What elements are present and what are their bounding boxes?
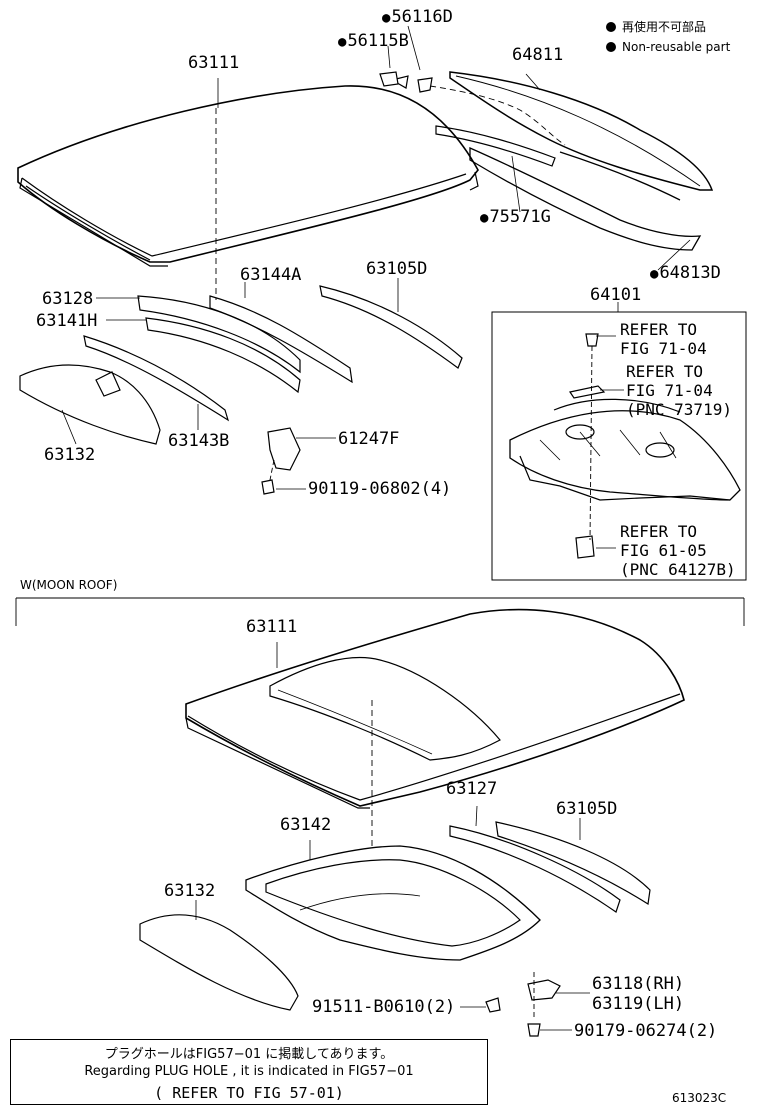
weatherstrip-drawing [435, 125, 702, 251]
moon-roof-panel-drawing [185, 608, 685, 809]
moon-part-63111-label[interactable]: 63111 [246, 617, 298, 637]
part-56116D-label[interactable]: 56116D [382, 8, 452, 27]
legend-jp-text: 再使用不可部品 [622, 20, 707, 34]
moon-part-63119-label[interactable]: 63119(LH) [592, 994, 685, 1014]
refer-1-line-2: FIG 71-04 [620, 339, 707, 358]
refer-2-line-1: REFER TO [626, 362, 704, 381]
moon-part-63127-label[interactable]: 63127 [446, 779, 498, 799]
moon-part-63118-label[interactable]: 63118(RH) [592, 974, 685, 994]
part-63143B-label[interactable]: 63143B [168, 431, 230, 451]
part-63128-label[interactable]: 63128 [42, 289, 94, 309]
moon-part-63142-label[interactable]: 63142 [280, 815, 332, 835]
moon-part-63105D-label[interactable]: 63105D [556, 799, 618, 819]
refer-2-line-2: FIG 71-04 [626, 381, 713, 400]
roof-reinforcement-drawing [19, 285, 463, 471]
moon-part-91511-label[interactable]: 91511-B0610(2) [312, 997, 456, 1017]
legend-en: Non-reusable part [606, 40, 730, 54]
part-63132-label[interactable]: 63132 [44, 445, 96, 465]
part-90119-label[interactable]: 90119-06802(4) [308, 479, 452, 499]
figure-id: 613023C [672, 1091, 727, 1105]
part-63141H-label[interactable]: 63141H [36, 311, 98, 331]
refer-3-line-1: REFER TO [620, 522, 698, 541]
rear-glass-drawing [449, 71, 714, 191]
note-ref-link[interactable]: ( REFER TO FIG 57-01) [154, 1084, 344, 1102]
moon-part-90179-label[interactable]: 90179-06274(2) [574, 1021, 718, 1041]
refer-3-line-2: FIG 61-05 [620, 541, 707, 560]
part-64101-label[interactable]: 64101 [590, 285, 642, 305]
part-63105D-label[interactable]: 63105D [366, 259, 428, 279]
moon-part-63132-label[interactable]: 63132 [164, 881, 216, 901]
moon-roof-section-title: W(MOON ROOF) [20, 578, 118, 592]
non-reusable-marker-icon [606, 42, 616, 52]
refer-1-line-1: REFER TO [620, 320, 698, 339]
note-jp-line: プラグホールはFIG57−01 に掲載してあります。 [104, 1047, 394, 1062]
part-63111-label[interactable]: 63111 [188, 53, 240, 73]
part-64813D-label[interactable]: 64813D [650, 264, 720, 283]
non-reusable-marker-icon [606, 22, 616, 32]
part-61247F-label[interactable]: 61247F [338, 429, 400, 449]
refer-3-line-3: (PNC 64127B) [620, 560, 736, 579]
sunroof-frame-drawing [245, 845, 541, 961]
legend-jp: 再使用不可部品 [606, 18, 706, 35]
part-56115B-label[interactable]: 56115B [338, 32, 408, 51]
legend-en-text: Non-reusable part [622, 40, 731, 54]
part-63144A-label[interactable]: 63144A [240, 265, 302, 285]
refer-2-line-3: (PNC 73719) [626, 400, 732, 419]
package-tray-drawing [509, 398, 741, 501]
package-tray-box [491, 311, 747, 581]
roof-panel-drawing [17, 85, 479, 267]
part-75571G-label[interactable]: 75571G [480, 208, 550, 227]
part-64811-label[interactable]: 64811 [512, 45, 564, 65]
plug-hole-note: プラグホールはFIG57−01 に掲載してあります。 Regarding PLU… [10, 1039, 488, 1105]
cross-member-drawing [139, 821, 651, 1011]
note-en-line: Regarding PLUG HOLE , it is indicated in… [84, 1064, 414, 1079]
